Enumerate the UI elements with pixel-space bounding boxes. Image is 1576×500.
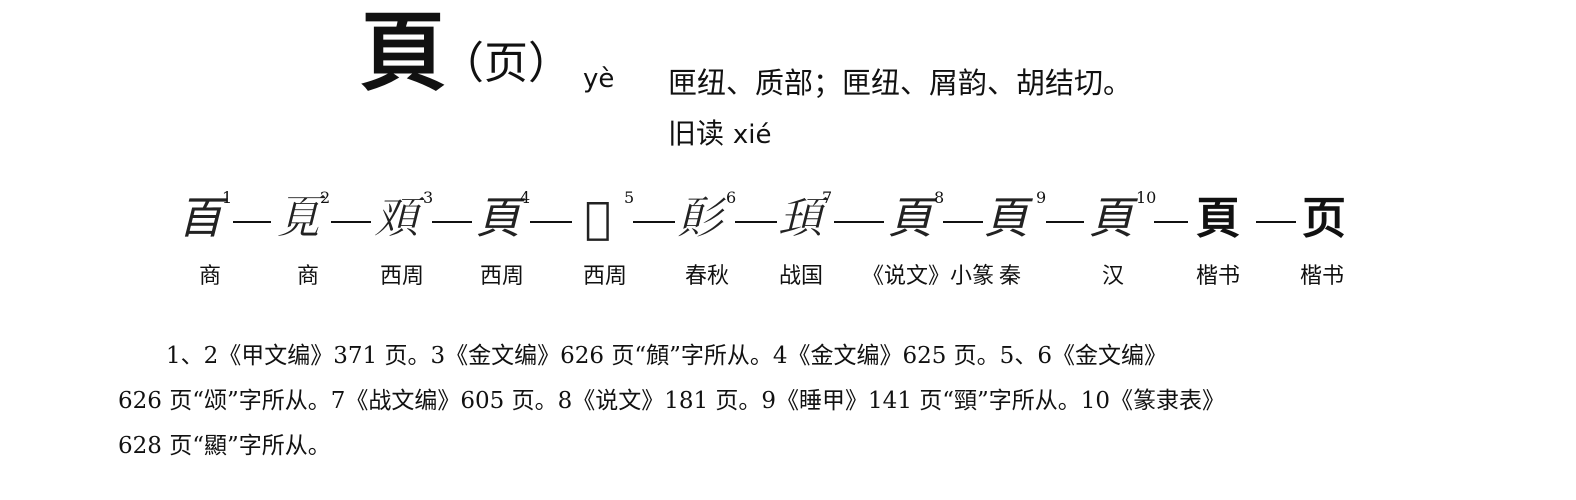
glyph-form-kaishu-traditional: 頁 <box>1196 193 1240 244</box>
note-line: 1、2《甲文编》371 页。3《金文编》626 页“頠”字所从。4《金文编》62… <box>166 343 1167 369</box>
era-label-10: 汉 <box>1101 264 1124 289</box>
evolution-arrow <box>432 221 472 223</box>
simplified-form: （页） <box>440 38 572 89</box>
era-label-7: 战国 <box>778 264 823 289</box>
evolution-arrow <box>633 221 675 223</box>
old-reading-label: 旧读 <box>668 117 725 150</box>
era-label-1: 商 <box>198 264 221 289</box>
era-label-3: 西周 <box>379 264 424 289</box>
old-reading: 旧读 xié <box>668 112 772 152</box>
glyph-form-3: 𩑐 <box>374 193 418 244</box>
pinyin-reading: yè <box>583 64 615 94</box>
era-label-11: 楷书 <box>1195 264 1240 289</box>
evolution-arrow <box>1256 221 1296 223</box>
glyph-form-8: 頁 <box>888 193 932 244</box>
headword: 頁 <box>360 2 446 103</box>
glyph-index-1: 1 <box>222 188 233 207</box>
era-label-5: 西周 <box>582 264 627 289</box>
character-evolution-chain: 𦣻 1 𩑋 2 𩑐 3 頁 4 𩑗 5 𩑘 6 𩑙 7 頁 8 頁 9 頁 10… <box>178 188 1346 289</box>
glyph-form-4: 頁 <box>476 193 520 244</box>
era-label-6: 春秋 <box>684 264 729 289</box>
glyph-form-10: 頁 <box>1089 193 1133 244</box>
glyph-index-6: 6 <box>726 188 737 207</box>
era-label-8: 《说文》小篆 <box>861 264 994 289</box>
evolution-arrow <box>943 221 983 223</box>
evolution-arrow <box>735 221 777 223</box>
glyph-form-5: 𩑗 <box>584 193 612 244</box>
glyph-index-10: 10 <box>1136 188 1157 207</box>
era-label-2: 商 <box>296 264 319 289</box>
source-notes: 1、2《甲文编》371 页。3《金文编》626 页“頠”字所从。4《金文编》62… <box>118 334 1478 469</box>
evolution-arrow <box>331 221 371 223</box>
phonology-note: 匣纽、质部；匣纽、屑韵、胡结切。 <box>668 66 1133 100</box>
era-label-12: 楷书 <box>1299 264 1344 289</box>
evolution-arrow <box>1154 221 1188 223</box>
glyph-form-1: 𦣻 <box>178 193 222 244</box>
note-line: 628 页“顯”字所从。 <box>118 433 331 459</box>
glyph-form-2: 𩑋 <box>276 193 320 244</box>
old-reading-pinyin: xié <box>732 120 772 150</box>
era-label-9: 秦 <box>998 264 1021 289</box>
evolution-arrow <box>1046 221 1084 223</box>
glyph-index-4: 4 <box>520 188 531 207</box>
evolution-arrow <box>530 221 572 223</box>
note-line: 626 页“颂”字所从。7《战文编》605 页。8《说文》181 页。9《睡甲》… <box>118 388 1226 414</box>
glyph-index-8: 8 <box>934 188 945 207</box>
glyph-index-9: 9 <box>1036 188 1047 207</box>
glyph-form-7: 𩑙 <box>778 193 822 244</box>
era-label-4: 西周 <box>479 264 524 289</box>
glyph-form-6: 𩑘 <box>678 193 722 244</box>
glyph-index-5: 5 <box>624 188 635 207</box>
glyph-form-9: 頁 <box>984 193 1028 244</box>
evolution-arrow <box>834 221 884 223</box>
glyph-index-7: 7 <box>822 188 833 207</box>
glyph-index-2: 2 <box>320 188 331 207</box>
glyph-form-kaishu-simplified: 页 <box>1302 193 1346 244</box>
evolution-arrow <box>233 221 271 223</box>
glyph-index-3: 3 <box>423 188 434 207</box>
